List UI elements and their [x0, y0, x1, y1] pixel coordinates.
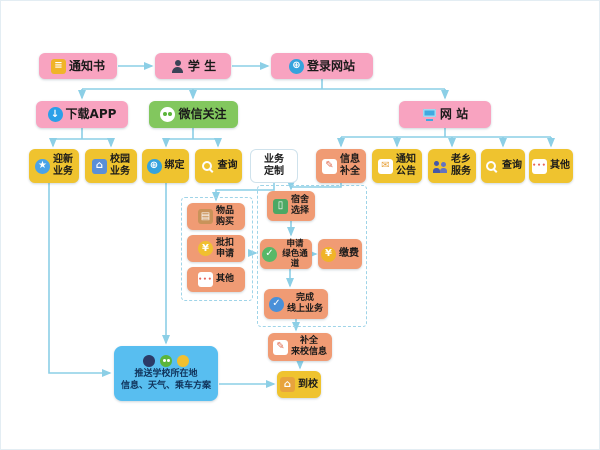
- monitor-icon: [422, 107, 437, 122]
- globe-icon: ⊕: [288, 58, 304, 74]
- node-finish-online: ✓ 完成 线上业务: [264, 289, 328, 319]
- student-label: 学 生: [187, 58, 217, 73]
- node-green-channel: ✓ 申请 绿色通道: [260, 239, 312, 269]
- notice-board-label: 通知 公告: [396, 154, 416, 177]
- node-goods-purchase: ▤ 物品 购买: [187, 203, 245, 230]
- hometown-service-label: 老乡 服务: [451, 154, 471, 177]
- student-icon: [170, 59, 185, 74]
- goods-purchase-label: 物品 购买: [215, 205, 234, 227]
- node-batch-deduct: ¥ 批扣 申请: [187, 235, 245, 262]
- star-icon: ★: [35, 158, 50, 174]
- pay-fee-label: 缴费: [339, 248, 359, 260]
- money-icon: ¥: [321, 246, 336, 262]
- query-web-label: 查询: [502, 160, 522, 172]
- check-icon: ✓: [262, 246, 277, 262]
- package-icon: ▤: [197, 209, 213, 224]
- bind-label: 绑定: [164, 160, 185, 172]
- document-icon: ≡: [50, 58, 66, 74]
- node-bind: ⊕ 绑定: [142, 149, 189, 183]
- dots-icon: •••: [197, 272, 213, 287]
- node-login-website: ⊕ 登录网站: [271, 53, 373, 79]
- online-process-group: [257, 185, 367, 327]
- website-label: 网 站: [439, 107, 469, 122]
- optional-business-group: [181, 197, 253, 301]
- pencil-icon: ✎: [322, 158, 337, 174]
- pencil-icon: ✎: [272, 339, 288, 355]
- info-complete-label: 信息 补全: [340, 154, 360, 177]
- batch-deduct-label: 批扣 申请: [215, 237, 234, 259]
- node-download-app: ↓ 下载APP: [36, 101, 128, 128]
- finish-online-label: 完成 线上业务: [286, 293, 323, 314]
- push-icons: [141, 355, 192, 368]
- wechat-icon: [160, 355, 172, 368]
- arrival-info-label: 补全 来校信息: [290, 336, 327, 357]
- green-channel-label: 申请 绿色通道: [282, 238, 308, 270]
- search-icon: [200, 159, 215, 174]
- node-welcome-business: ★ 迎新 业务: [29, 149, 79, 183]
- other-business-label: 其他: [215, 274, 234, 285]
- download-icon: ↓: [47, 107, 63, 122]
- node-notice-board: ✉ 通知 公告: [372, 149, 422, 183]
- push-info-box: 推送学校所在地 信息、天气、乘车方案: [114, 346, 218, 401]
- arrive-school-label: 到校: [298, 378, 318, 390]
- wechat-icon: [160, 107, 176, 122]
- node-info-complete: ✎ 信息 补全: [316, 149, 366, 183]
- dots-icon: •••: [532, 158, 547, 174]
- node-arrive-school: ⌂ 到校: [277, 371, 321, 398]
- node-website: 网 站: [399, 101, 491, 128]
- push-info-text: 推送学校所在地 信息、天气、乘车方案: [120, 369, 211, 391]
- people-icon: [433, 159, 448, 174]
- dorm-select-label: 宿舍 选择: [290, 195, 309, 216]
- notice-letter-label: 通知书: [68, 58, 105, 73]
- node-other-business: ••• 其他: [187, 267, 245, 292]
- campus-icon: ⌂: [92, 158, 107, 174]
- node-query-wechat: 查询: [195, 149, 242, 183]
- query-wechat-label: 查询: [217, 160, 238, 172]
- bind-globe-icon: ⊕: [146, 158, 162, 174]
- business-customize-label: 业务 定制: [264, 154, 284, 177]
- node-pay-fee: ¥ 缴费: [318, 239, 362, 269]
- door-icon: ▯: [272, 198, 288, 214]
- node-dorm-select: ▯ 宿舍 选择: [267, 191, 315, 221]
- mail-icon: ✉: [378, 158, 393, 174]
- node-other-web: ••• 其他: [529, 149, 573, 183]
- node-business-customize: 业务 定制: [250, 149, 298, 183]
- node-arrival-info: ✎ 补全 来校信息: [268, 333, 332, 361]
- download-app-label: 下载APP: [65, 107, 117, 122]
- campus-business-label: 校园 业务: [110, 154, 130, 177]
- other-web-label: 其他: [550, 160, 570, 172]
- node-campus-business: ⌂ 校园 业务: [85, 149, 137, 183]
- node-hometown-service: 老乡 服务: [428, 149, 476, 183]
- welcome-business-label: 迎新 业务: [53, 154, 73, 177]
- school-icon: ⌂: [280, 377, 295, 392]
- wechat-follow-label: 微信关注: [178, 107, 227, 122]
- node-student: 学 生: [155, 53, 231, 79]
- node-notice-letter: ≡ 通知书: [39, 53, 117, 79]
- check-icon: ✓: [268, 296, 284, 312]
- node-wechat-follow: 微信关注: [149, 101, 238, 128]
- login-website-label: 登录网站: [306, 58, 355, 73]
- message-icon: [177, 355, 189, 368]
- node-query-web: 查询: [481, 149, 525, 183]
- yen-icon: ¥: [197, 241, 213, 256]
- search-icon: [484, 159, 499, 174]
- qq-icon: [143, 355, 155, 368]
